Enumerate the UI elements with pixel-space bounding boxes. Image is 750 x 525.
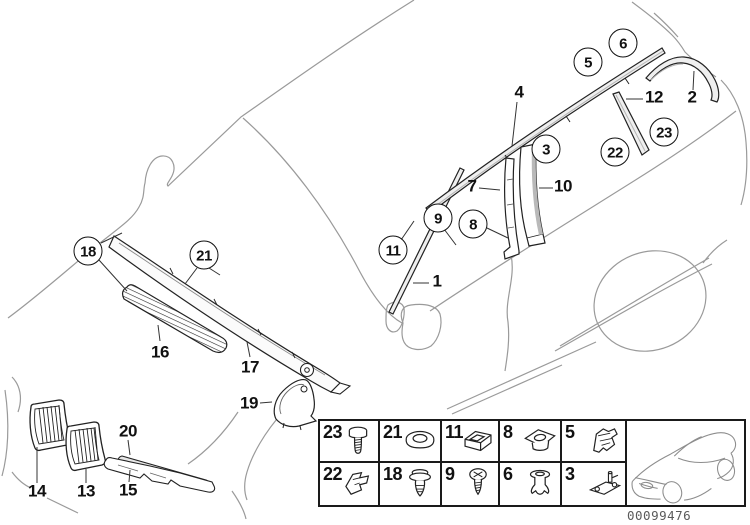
part-roof-moulding-4	[425, 47, 666, 214]
callout-18[interactable]: 18	[73, 236, 103, 266]
push-rivet-icon	[401, 465, 439, 501]
vehicle-thumbnail-drawing	[631, 432, 737, 504]
callout-8[interactable]: 8	[458, 209, 488, 239]
part-rear-roof-moulding-2	[645, 56, 720, 103]
legend-cell-6[interactable]: 6	[500, 463, 562, 505]
part-bumper-strip-15	[103, 457, 216, 493]
callout-21[interactable]: 21	[189, 240, 219, 270]
phillips-screw-icon	[459, 465, 497, 501]
clip-nut-icon	[521, 423, 559, 459]
side-mirror-outline	[400, 303, 442, 351]
legend-cell-9[interactable]: 9	[442, 463, 500, 505]
cage-clip-icon	[459, 423, 497, 459]
legend-cell-number: 6	[503, 464, 513, 484]
expanding-rivet-icon	[521, 465, 559, 501]
part-label-2: 2	[687, 87, 697, 107]
legend-cell-number: 18	[383, 464, 403, 484]
part-cowl-grille-16	[121, 284, 228, 354]
callout-22[interactable]: 22	[600, 137, 630, 167]
vehicle-thumbnail[interactable]	[625, 419, 746, 507]
legend-cell-23[interactable]: 23	[320, 421, 380, 463]
part-label-14: 14	[28, 481, 46, 501]
document-number: 00099476	[627, 508, 692, 523]
part-b-pillar-trim-front-7	[503, 157, 520, 260]
grommet-icon	[401, 423, 439, 459]
clamp-assembly-icon	[586, 465, 624, 501]
legend-cell-number: 9	[445, 464, 455, 484]
callout-11[interactable]: 11	[378, 235, 408, 265]
part-label-20: 20	[119, 421, 137, 441]
leader-lines	[36, 70, 695, 483]
legend-cell-number: 8	[503, 422, 513, 442]
part-kidney-grille-13	[65, 421, 107, 472]
legend-cell-number: 22	[323, 464, 343, 484]
legend-table: 23 21 11 8 5 22 18 9 6 3	[318, 419, 627, 507]
hex-screw-icon	[339, 423, 377, 459]
callout-23[interactable]: 23	[649, 117, 679, 147]
legend-cell-8[interactable]: 8	[500, 421, 562, 463]
legend-cell-number: 11	[445, 422, 464, 442]
part-label-17: 17	[241, 357, 259, 377]
legend-cell-number: 3	[565, 464, 575, 484]
part-label-19: 19	[240, 393, 258, 413]
part-10-shading	[531, 144, 543, 235]
legend-cell-number: 23	[323, 422, 343, 442]
legend-cell-22[interactable]: 22	[320, 463, 380, 505]
part-label-16: 16	[151, 342, 169, 362]
part-bracket-19	[273, 378, 318, 431]
legend-cell-18[interactable]: 18	[380, 463, 442, 505]
part-label-10: 10	[554, 176, 572, 196]
legend-cell-5[interactable]: 5	[562, 421, 625, 463]
part-label-13: 13	[77, 481, 95, 501]
callout-6[interactable]: 6	[608, 28, 638, 58]
part-label-4: 4	[514, 82, 524, 102]
callout-9[interactable]: 9	[423, 203, 453, 233]
z-clamp-icon	[339, 465, 377, 501]
callout-3[interactable]: 3	[531, 134, 561, 164]
legend-cell-3[interactable]: 3	[562, 463, 625, 505]
part-cowl-panel-17	[108, 235, 352, 395]
legend-cell-number: 5	[565, 422, 575, 442]
callout-5[interactable]: 5	[573, 47, 603, 77]
part-label-15: 15	[119, 480, 137, 500]
spring-clip-icon	[586, 423, 624, 459]
legend-cell-11[interactable]: 11	[442, 421, 500, 463]
legend-cell-number: 21	[383, 422, 403, 442]
part-label-1: 1	[432, 271, 442, 291]
part-label-12: 12	[645, 87, 663, 107]
legend-cell-21[interactable]: 21	[380, 421, 442, 463]
part-label-7: 7	[467, 176, 477, 196]
